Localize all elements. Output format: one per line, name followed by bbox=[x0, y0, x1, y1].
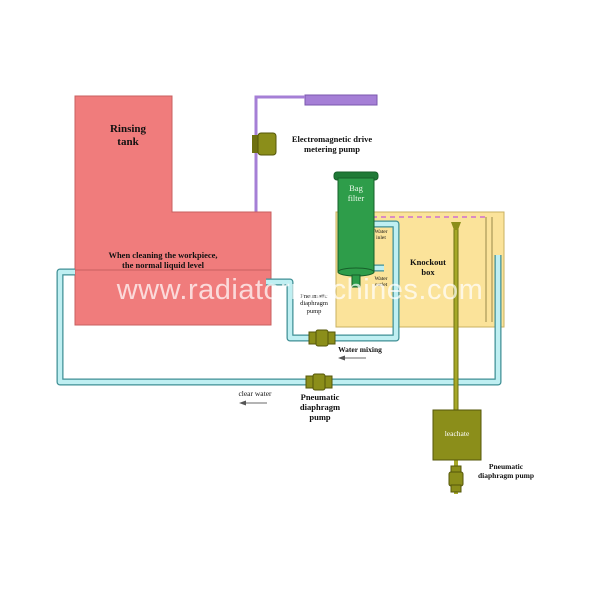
liquid-level-label: When cleaning the workpiece, the normal … bbox=[108, 250, 218, 270]
flow-arrow-clear-water bbox=[239, 400, 267, 406]
water-outlet-label: Water outlet bbox=[374, 276, 388, 289]
bag-filter bbox=[333, 171, 379, 288]
metering-pump-label: Electromagnetic drive metering pump bbox=[291, 134, 373, 154]
pump-small-label: Pneumatic diaphragm pump bbox=[300, 293, 328, 315]
pump-bottom-label: Pneumatic diaphragm pump bbox=[299, 392, 341, 422]
rinsing-tank-label: Rinsing tank bbox=[109, 123, 147, 148]
pump-water-mixing bbox=[308, 329, 336, 347]
clear-water-label: clear water bbox=[238, 389, 272, 398]
pump-leachate bbox=[448, 465, 464, 493]
water-pipes bbox=[56, 220, 502, 386]
metering-pump bbox=[252, 132, 277, 156]
water-inlet-label: Water inlet bbox=[374, 229, 388, 242]
chemical-tank bbox=[304, 94, 378, 106]
pump-clear-water bbox=[305, 373, 333, 391]
watermark: www.radiatormachines.com bbox=[116, 274, 484, 306]
bag-filter-label: Bag filter bbox=[347, 183, 365, 203]
flow-arrow-water-mixing bbox=[338, 355, 366, 361]
leachate-label: leachate bbox=[444, 429, 470, 438]
pump-right-label: Pneumatic diaphragm pump bbox=[477, 462, 535, 480]
water-mixing-label: Water mixing bbox=[338, 345, 382, 354]
rinsing-tank bbox=[74, 95, 272, 326]
leachate-intake bbox=[451, 222, 461, 230]
knockout-box-label: Knockout box bbox=[410, 257, 446, 277]
leachate-tank bbox=[432, 409, 482, 461]
